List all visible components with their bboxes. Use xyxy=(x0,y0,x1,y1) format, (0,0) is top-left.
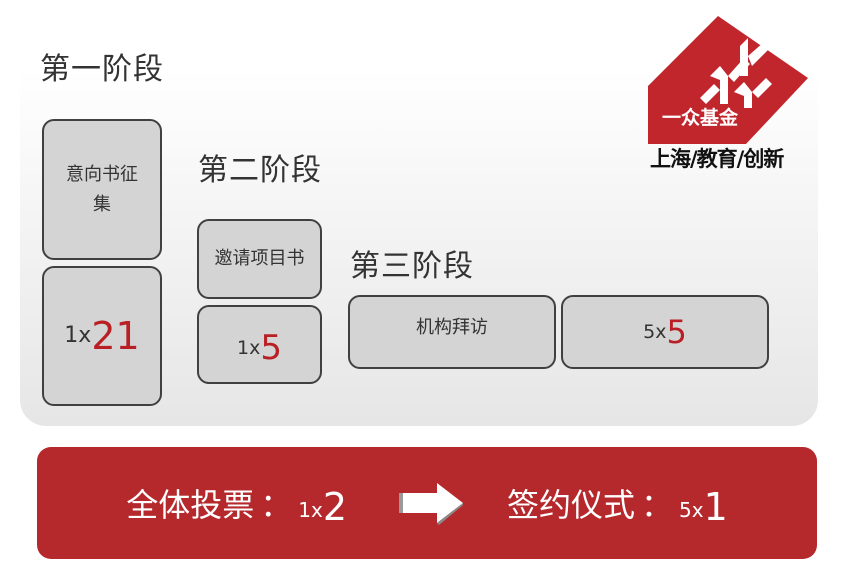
phase-1-task-line-1: 意向书征 xyxy=(66,163,138,185)
phase-3-task-box: 机构拜访 xyxy=(348,295,556,369)
vote-step: 全体投票 ： 1x 2 xyxy=(126,480,347,526)
phase-3-task: 机构拜访 xyxy=(416,317,488,338)
phase-3-multiplier-prefix: 5x xyxy=(643,321,667,343)
vote-label: 全体投票 xyxy=(126,486,255,524)
phase-1-task-line-2: 集 xyxy=(93,193,111,215)
signing-label: 签约仪式 xyxy=(507,486,636,524)
phase-2-multiplier-value: 5 xyxy=(260,327,282,368)
signing-step: 签约仪式 ： 5x 1 xyxy=(507,480,728,526)
phase-1-multiplier-value: 21 xyxy=(91,314,140,358)
vote-value: 2 xyxy=(322,485,347,529)
logo-tagline: 上海/教育/创新 xyxy=(650,147,784,171)
svg-text:一众基金: 一众基金 xyxy=(662,106,739,129)
summary-bar: 全体投票 ： 1x 2 签约仪式 ： 5x 1 xyxy=(37,447,817,559)
signing-value: 1 xyxy=(703,485,728,529)
signing-colon: ： xyxy=(641,486,674,524)
phase-1-multiplier-prefix: 1x xyxy=(64,323,92,348)
phase-2-task-box: 邀请项目书 xyxy=(197,219,322,299)
phase-1-title: 第一阶段 xyxy=(40,52,164,87)
phase-2-multiplier-prefix: 1x xyxy=(237,336,261,359)
signing-prefix: 5x xyxy=(679,498,704,522)
vote-colon: ： xyxy=(260,486,293,524)
phase-2-task: 邀请项目书 xyxy=(214,248,305,269)
yizhong-fund-logo: 一众基金 xyxy=(648,16,808,144)
phase-2-title: 第二阶段 xyxy=(198,153,322,188)
phase-3-multiplier-value: 5 xyxy=(666,313,687,351)
right-arrow-icon xyxy=(399,483,463,525)
vote-prefix: 1x xyxy=(298,498,323,522)
phase-1-task-box: 意向书征 集 xyxy=(42,119,162,260)
phase-3-title: 第三阶段 xyxy=(350,249,474,284)
